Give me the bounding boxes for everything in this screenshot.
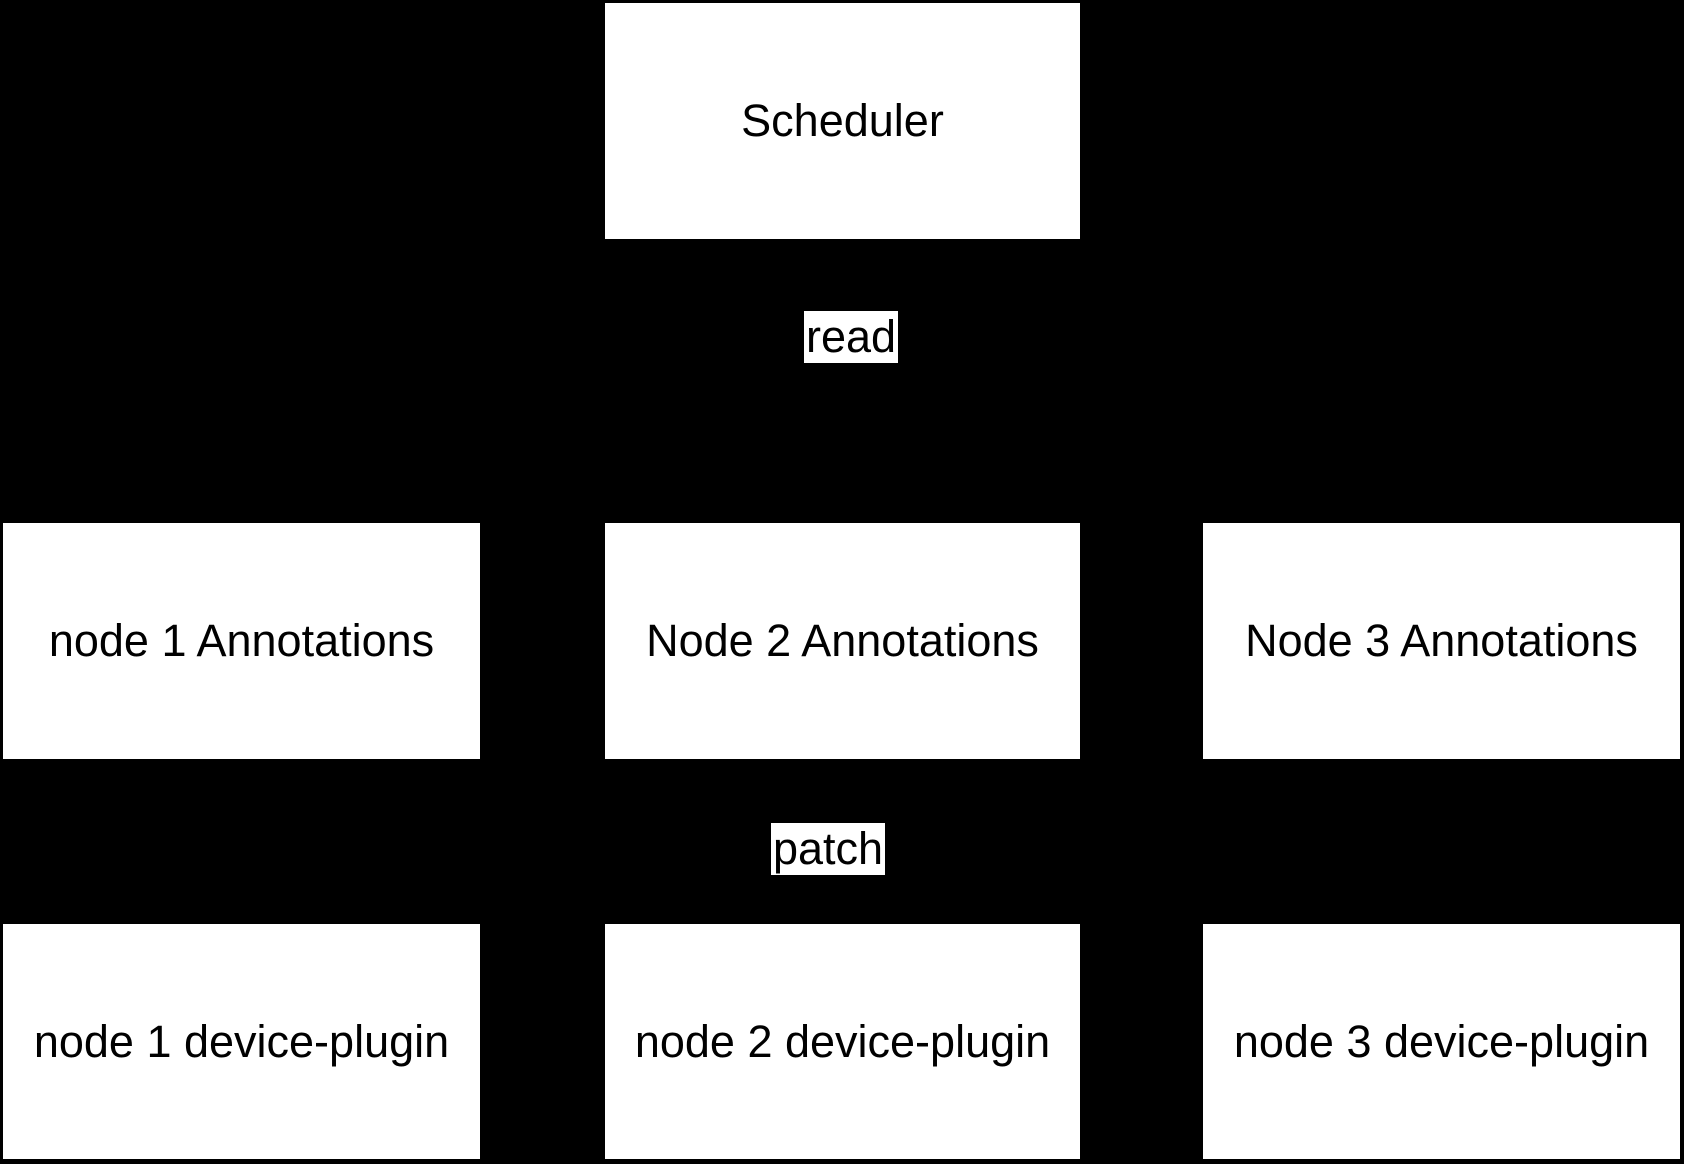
node-node2-device-plugin: node 2 device-plugin <box>605 924 1080 1159</box>
edge-label-read: read <box>804 311 899 363</box>
node-node1-annotations: node 1 Annotations <box>3 523 480 759</box>
node-node1-device-plugin: node 1 device-plugin <box>3 924 480 1159</box>
edge-label-patch: patch <box>771 823 886 875</box>
node-node3-device-plugin: node 3 device-plugin <box>1203 924 1680 1159</box>
node-scheduler: Scheduler <box>605 3 1080 239</box>
node-node2-annotations: Node 2 Annotations <box>605 523 1080 759</box>
node-node3-annotations: Node 3 Annotations <box>1203 523 1680 759</box>
